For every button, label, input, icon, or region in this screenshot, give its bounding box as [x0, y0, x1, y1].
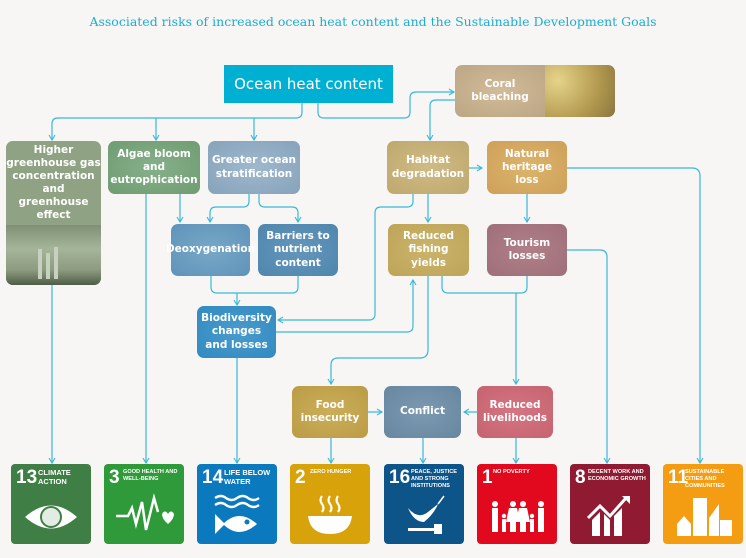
- fish-icon: [214, 494, 260, 534]
- arrow-ohc-coral: [317, 88, 456, 119]
- sdg-number: 8: [575, 467, 586, 488]
- sdg-number: 11: [668, 467, 689, 488]
- sdg-label: No poverty: [493, 469, 530, 475]
- sdg-number: 1: [482, 467, 493, 488]
- node-ocean-heat-content: Ocean heat content: [224, 65, 393, 103]
- dove-gavel-icon: [408, 495, 445, 534]
- arrow-deox-barriers-biodiv: [210, 276, 299, 305]
- greenhouse-label: Higher greenhouse gas concentration and …: [6, 141, 101, 225]
- sdg-tile-1: 1 No poverty: [477, 464, 557, 544]
- sdg-tile-13: 13 Climate action: [11, 464, 91, 544]
- arrow-coral-habitat: [426, 99, 455, 142]
- node-deoxygenation: Deoxygenation: [166, 224, 255, 276]
- sdg-tile-2: 2 Zero hunger: [290, 464, 370, 544]
- arrow-tourism-sdg8: [567, 249, 611, 465]
- node-biodiversity: Biodiversity changes and losses: [197, 306, 276, 358]
- city-icon: [677, 498, 732, 536]
- sdg-number: 13: [16, 467, 38, 488]
- diagram-title: Associated risks of increased ocean heat…: [89, 14, 657, 29]
- arrow-heritage-sdg11: [567, 167, 704, 465]
- eye-globe-icon: [25, 505, 77, 529]
- sdg-tile-14: 14 Life below water: [197, 464, 277, 544]
- node-heritage: Natural heritage loss: [487, 141, 567, 194]
- sdg-number: 14: [202, 467, 224, 488]
- coral-image: [533, 65, 615, 117]
- node-coral-bleaching: Coral bleaching: [455, 65, 615, 117]
- sdg-tile-8: 8 Decent work and economic growth: [570, 464, 650, 544]
- sdg-label: Zero hunger: [310, 469, 352, 475]
- node-habitat: Habitat degradation: [387, 141, 469, 194]
- node-algae: Algae bloom and eutrophication: [108, 141, 200, 194]
- arrow-habitat-biodiv: [276, 194, 414, 324]
- node-conflict: Conflict: [384, 386, 461, 438]
- coral-bleaching-label: Coral bleaching: [455, 65, 545, 117]
- node-barriers: Barriers to nutrient content: [258, 224, 338, 276]
- sdg-label: Life below water: [224, 468, 271, 486]
- node-stratification: Greater ocean stratification: [208, 141, 300, 194]
- node-livelihoods: Reduced livelihoods: [477, 386, 553, 438]
- sdg-tile-11: 11 Sustainable cities and communities: [663, 464, 743, 544]
- node-greenhouse: Higher greenhouse gas concentration and …: [6, 141, 101, 285]
- node-fishing: Reduced fishing yields: [388, 224, 469, 276]
- bowl-icon: [308, 495, 352, 534]
- sdg-number: 16: [389, 467, 411, 488]
- sdg-tile-3: 3 Good health and well-being: [104, 464, 184, 544]
- heartbeat-icon: [116, 493, 174, 531]
- sdg-label: Sustainable cities and communities: [685, 469, 725, 489]
- arrow-fishing-food: [327, 276, 429, 386]
- arrow-strat-deox: [206, 194, 250, 224]
- sdg-tile-16: 16 Peace, justice and strong institution…: [384, 464, 464, 544]
- node-food-insecurity: Food insecurity: [292, 386, 368, 438]
- arrow-biodiv-fishing: [276, 278, 417, 333]
- arrow-ohc-greenhouse: [48, 103, 303, 142]
- sdg-label: Decent work and economic growth: [588, 469, 646, 482]
- power-plant-image: [6, 225, 101, 285]
- growth-chart-icon: [586, 496, 630, 536]
- sdg-label: Climate action: [38, 468, 71, 486]
- family-icon: [492, 501, 544, 532]
- arrow-fishing-tourism-livelihoods: [441, 276, 528, 384]
- node-tourism: Tourism losses: [487, 224, 567, 276]
- sdg-label: Peace, justice and strong institutions: [411, 469, 458, 489]
- sdg-label: Good health and well-being: [123, 469, 178, 482]
- arrow-strat-barriers: [258, 194, 302, 224]
- sdg-number: 2: [295, 467, 306, 488]
- sdg-number: 3: [109, 467, 120, 488]
